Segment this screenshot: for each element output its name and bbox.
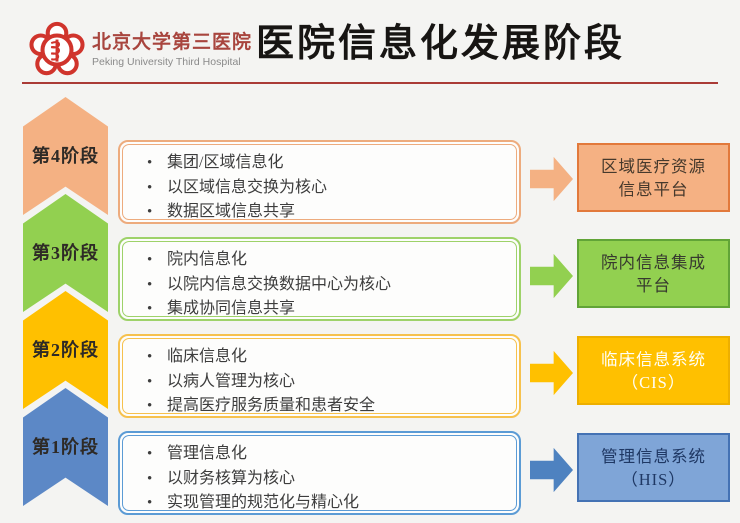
result-line: 信息平台: [618, 179, 689, 199]
bullet-item: 数据区域信息共享: [139, 200, 510, 225]
bullet-item: 实现管理的规范化与精心化: [139, 491, 510, 516]
right-arrow-icon: [530, 350, 573, 396]
result-box: 区域医疗资源 信息平台: [577, 143, 730, 212]
bullet-item: 以病人管理为核心: [139, 370, 510, 395]
bullet-item: 管理信息化: [139, 442, 510, 467]
result-box: 临床信息系统 （CIS）: [577, 336, 730, 405]
result-line: 区域医疗资源: [601, 156, 706, 176]
stage-label: 第4阶段: [32, 146, 99, 166]
stage-detail-panel: 集团/区域信息化 以区域信息交换为核心 数据区域信息共享: [118, 140, 521, 224]
bullet-item: 院内信息化: [139, 248, 510, 273]
bullet-list: 集团/区域信息化 以区域信息交换为核心 数据区域信息共享: [139, 151, 510, 225]
bullet-item: 以财务核算为核心: [139, 467, 510, 492]
bullet-item: 集成协同信息共享: [139, 297, 510, 322]
bullet-item: 以区域信息交换为核心: [139, 176, 510, 201]
header-divider: [22, 82, 718, 84]
hospital-name: 北京大学第三医院: [92, 32, 253, 53]
bullet-item: 临床信息化: [139, 345, 510, 370]
bullet-item: 提高医疗服务质量和患者安全: [139, 394, 510, 419]
result-line: 平台: [636, 275, 671, 295]
right-arrow-icon: [530, 447, 573, 493]
hospital-identity: 北京大学第三医院 Peking University Third Hospita…: [92, 27, 252, 68]
bullet-item: 集团/区域信息化: [139, 151, 510, 176]
stage-detail-panel: 管理信息化 以财务核算为核心 实现管理的规范化与精心化: [118, 431, 521, 515]
bullet-list: 临床信息化 以病人管理为核心 提高医疗服务质量和患者安全: [139, 345, 510, 419]
page-title: 医院信息化发展阶段: [256, 23, 626, 65]
result-box: 院内信息集成 平台: [577, 239, 730, 308]
hospital-emblem-icon: [28, 21, 86, 79]
right-arrow-icon: [530, 156, 573, 202]
bullet-item: 以院内信息交换数据中心为核心: [139, 273, 510, 298]
result-line: （CIS）: [621, 372, 686, 392]
stage-detail-panel: 临床信息化 以病人管理为核心 提高医疗服务质量和患者安全: [118, 334, 521, 418]
stage-label: 第1阶段: [32, 437, 99, 457]
stage-label: 第2阶段: [32, 340, 99, 360]
bullet-list: 管理信息化 以财务核算为核心 实现管理的规范化与精心化: [139, 442, 510, 516]
stage-detail-panel: 院内信息化 以院内信息交换数据中心为核心 集成协同信息共享: [118, 237, 521, 321]
result-line: 管理信息系统: [601, 446, 706, 466]
bullet-list: 院内信息化 以院内信息交换数据中心为核心 集成协同信息共享: [139, 248, 510, 322]
stage-chevron: 第1阶段: [23, 388, 108, 506]
result-line: （HIS）: [621, 469, 686, 489]
right-arrow-icon: [530, 253, 573, 299]
stage-label: 第3阶段: [32, 243, 99, 263]
hospital-name-en: Peking University Third Hospital: [92, 56, 241, 68]
result-line: 院内信息集成: [601, 252, 706, 272]
result-box: 管理信息系统 （HIS）: [577, 433, 730, 502]
result-line: 临床信息系统: [601, 349, 706, 369]
